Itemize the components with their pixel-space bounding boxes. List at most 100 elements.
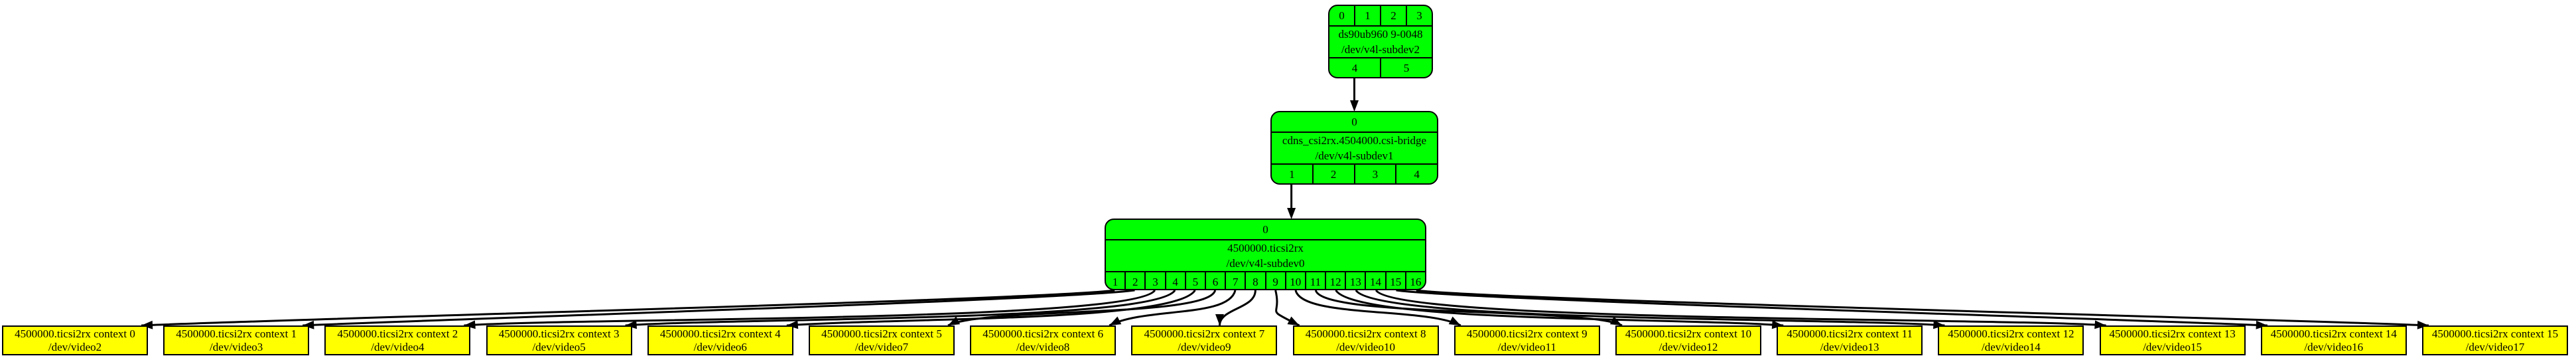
context-node: 4500000.ticsi2rx context 4 /dev/video6 bbox=[647, 325, 793, 355]
pad-cell-1: 1 bbox=[1112, 275, 1119, 288]
context-devnode: /dev/video3 bbox=[210, 340, 263, 353]
link-edge bbox=[1109, 290, 1237, 327]
link-edge bbox=[1218, 290, 1256, 326]
pad-cell-8: 8 bbox=[1245, 272, 1264, 289]
context-label: 4500000.ticsi2rx context 3 bbox=[498, 327, 620, 340]
context-devnode: /dev/video5 bbox=[532, 340, 586, 353]
link-edge bbox=[141, 289, 1115, 327]
context-devnode: /dev/video7 bbox=[854, 340, 909, 353]
pad-cell-10: 10 bbox=[1284, 272, 1305, 289]
pad-cell-3: 3 bbox=[1353, 165, 1396, 183]
node-label-line2: /dev/v4l-subdev1 bbox=[1315, 149, 1394, 162]
link-edge bbox=[1375, 289, 2106, 327]
pad-cell-4: 4 bbox=[1395, 165, 1437, 183]
arrowhead bbox=[1448, 316, 1461, 325]
arrowhead bbox=[1287, 208, 1296, 219]
context-node: 4500000.ticsi2rx context 3 /dev/video5 bbox=[486, 325, 632, 355]
context-node: 4500000.ticsi2rx context 12 /dev/video14 bbox=[1938, 325, 2084, 355]
context-node: 4500000.ticsi2rx context 1 /dev/video3 bbox=[163, 325, 310, 355]
pad-cell-7: 7 bbox=[1225, 272, 1245, 289]
csi-bridge-sink-pads: 0 bbox=[1272, 112, 1437, 133]
context-label: 4500000.ticsi2rx context 9 bbox=[1466, 327, 1588, 340]
context-node: 4500000.ticsi2rx context 10 /dev/video12 bbox=[1615, 325, 1761, 355]
link-edge bbox=[1314, 290, 1623, 327]
context-label: 4500000.ticsi2rx context 2 bbox=[337, 327, 458, 340]
arrowhead bbox=[1287, 316, 1300, 325]
link-edge bbox=[1274, 290, 1300, 327]
ticsi2rx-sink-pads: 0 bbox=[1106, 220, 1425, 240]
link-edge bbox=[786, 290, 1196, 327]
pad-cell-3: 3 bbox=[1144, 272, 1164, 289]
context-devnode: /dev/video11 bbox=[1497, 340, 1556, 353]
csi-bridge-label: cdns_csi2rx.4504000.csi-bridge /dev/v4l-… bbox=[1272, 133, 1437, 163]
pad-cell-16: 16 bbox=[1404, 272, 1425, 289]
pad-cell-0: 0 bbox=[1339, 9, 1345, 22]
context-label: 4500000.ticsi2rx context 12 bbox=[1948, 327, 2074, 340]
context-devnode: /dev/video17 bbox=[2465, 340, 2525, 353]
context-node: 4500000.ticsi2rx context 9 /dev/video11 bbox=[1454, 325, 1600, 355]
link-edge bbox=[1294, 290, 1461, 327]
link-edge bbox=[1416, 289, 2429, 327]
context-label: 4500000.ticsi2rx context 15 bbox=[2431, 327, 2559, 340]
context-node: 4500000.ticsi2rx context 13 /dev/video15 bbox=[2099, 325, 2246, 355]
node-label-line2: /dev/v4l-subdev2 bbox=[1341, 43, 1420, 56]
context-label: 4500000.ticsi2rx context 14 bbox=[2270, 327, 2397, 340]
pad-cell-4: 4 bbox=[1164, 272, 1185, 289]
link-edge bbox=[1355, 290, 1945, 327]
arrowhead bbox=[1609, 316, 1622, 325]
link-edge bbox=[303, 289, 1135, 327]
pad-cell-0: 0 bbox=[1351, 115, 1357, 128]
context-devnode: /dev/video14 bbox=[1982, 340, 2041, 353]
context-node: 4500000.ticsi2rx context 5 /dev/video7 bbox=[809, 325, 955, 355]
pad-cell-5: 5 bbox=[1184, 272, 1205, 289]
node-label-line1: 4500000.ticsi2rx bbox=[1227, 242, 1304, 254]
pad-cell-5: 5 bbox=[1380, 58, 1432, 77]
pad-cell-3: 3 bbox=[1406, 6, 1432, 25]
context-label: 4500000.ticsi2rx context 13 bbox=[2109, 327, 2236, 340]
arrowhead bbox=[1109, 316, 1122, 325]
node-label-line2: /dev/v4l-subdev0 bbox=[1226, 257, 1305, 270]
context-devnode: /dev/video13 bbox=[1820, 340, 1879, 353]
context-label: 4500000.ticsi2rx context 6 bbox=[983, 327, 1104, 340]
link-edge bbox=[625, 290, 1176, 327]
context-devnode: /dev/video16 bbox=[2304, 340, 2364, 353]
pad-cell-14: 14 bbox=[1365, 272, 1385, 289]
context-devnode: /dev/video4 bbox=[371, 340, 425, 353]
link-edge bbox=[1396, 289, 2268, 327]
arrowhead bbox=[1215, 314, 1224, 325]
context-label: 4500000.ticsi2rx context 5 bbox=[821, 327, 942, 340]
context-label: 4500000.ticsi2rx context 1 bbox=[176, 327, 297, 340]
pad-cell-13: 13 bbox=[1345, 272, 1365, 289]
context-node: 4500000.ticsi2rx context 11 /dev/video13 bbox=[1777, 325, 1923, 355]
context-devnode: /dev/video12 bbox=[1659, 340, 1718, 353]
context-devnode: /dev/video10 bbox=[1336, 340, 1395, 353]
pad-cell-0: 0 bbox=[1262, 223, 1268, 236]
pad-cell-6: 6 bbox=[1204, 272, 1225, 289]
context-node: 4500000.ticsi2rx context 6 /dev/video8 bbox=[970, 325, 1117, 355]
context-devnode: /dev/video6 bbox=[693, 340, 747, 353]
context-node: 4500000.ticsi2rx context 0 /dev/video2 bbox=[2, 325, 148, 355]
pad-cell-2: 2 bbox=[1312, 165, 1354, 183]
node-label-line1: ds90ub960 9-0048 bbox=[1338, 28, 1423, 41]
node-label-line1: cdns_csi2rx.4504000.csi-bridge bbox=[1282, 134, 1427, 147]
pad-cell-9: 9 bbox=[1264, 272, 1285, 289]
context-node: 4500000.ticsi2rx context 14 /dev/video16 bbox=[2260, 325, 2407, 355]
context-node: 4500000.ticsi2rx context 15 /dev/video17 bbox=[2422, 325, 2568, 355]
link-edge bbox=[464, 289, 1156, 327]
context-node: 4500000.ticsi2rx context 2 /dev/video4 bbox=[324, 325, 471, 355]
context-label: 4500000.ticsi2rx context 10 bbox=[1625, 327, 1752, 340]
context-label: 4500000.ticsi2rx context 11 bbox=[1787, 327, 1913, 340]
context-label: 4500000.ticsi2rx context 0 bbox=[15, 327, 135, 340]
pad-cell-15: 15 bbox=[1385, 272, 1405, 289]
context-devnode: /dev/video9 bbox=[1178, 340, 1231, 353]
link-edge bbox=[947, 290, 1217, 327]
subdev-node-csi-bridge: 0 cdns_csi2rx.4504000.csi-bridge /dev/v4… bbox=[1270, 111, 1438, 185]
context-devnode: /dev/video8 bbox=[1016, 340, 1070, 353]
